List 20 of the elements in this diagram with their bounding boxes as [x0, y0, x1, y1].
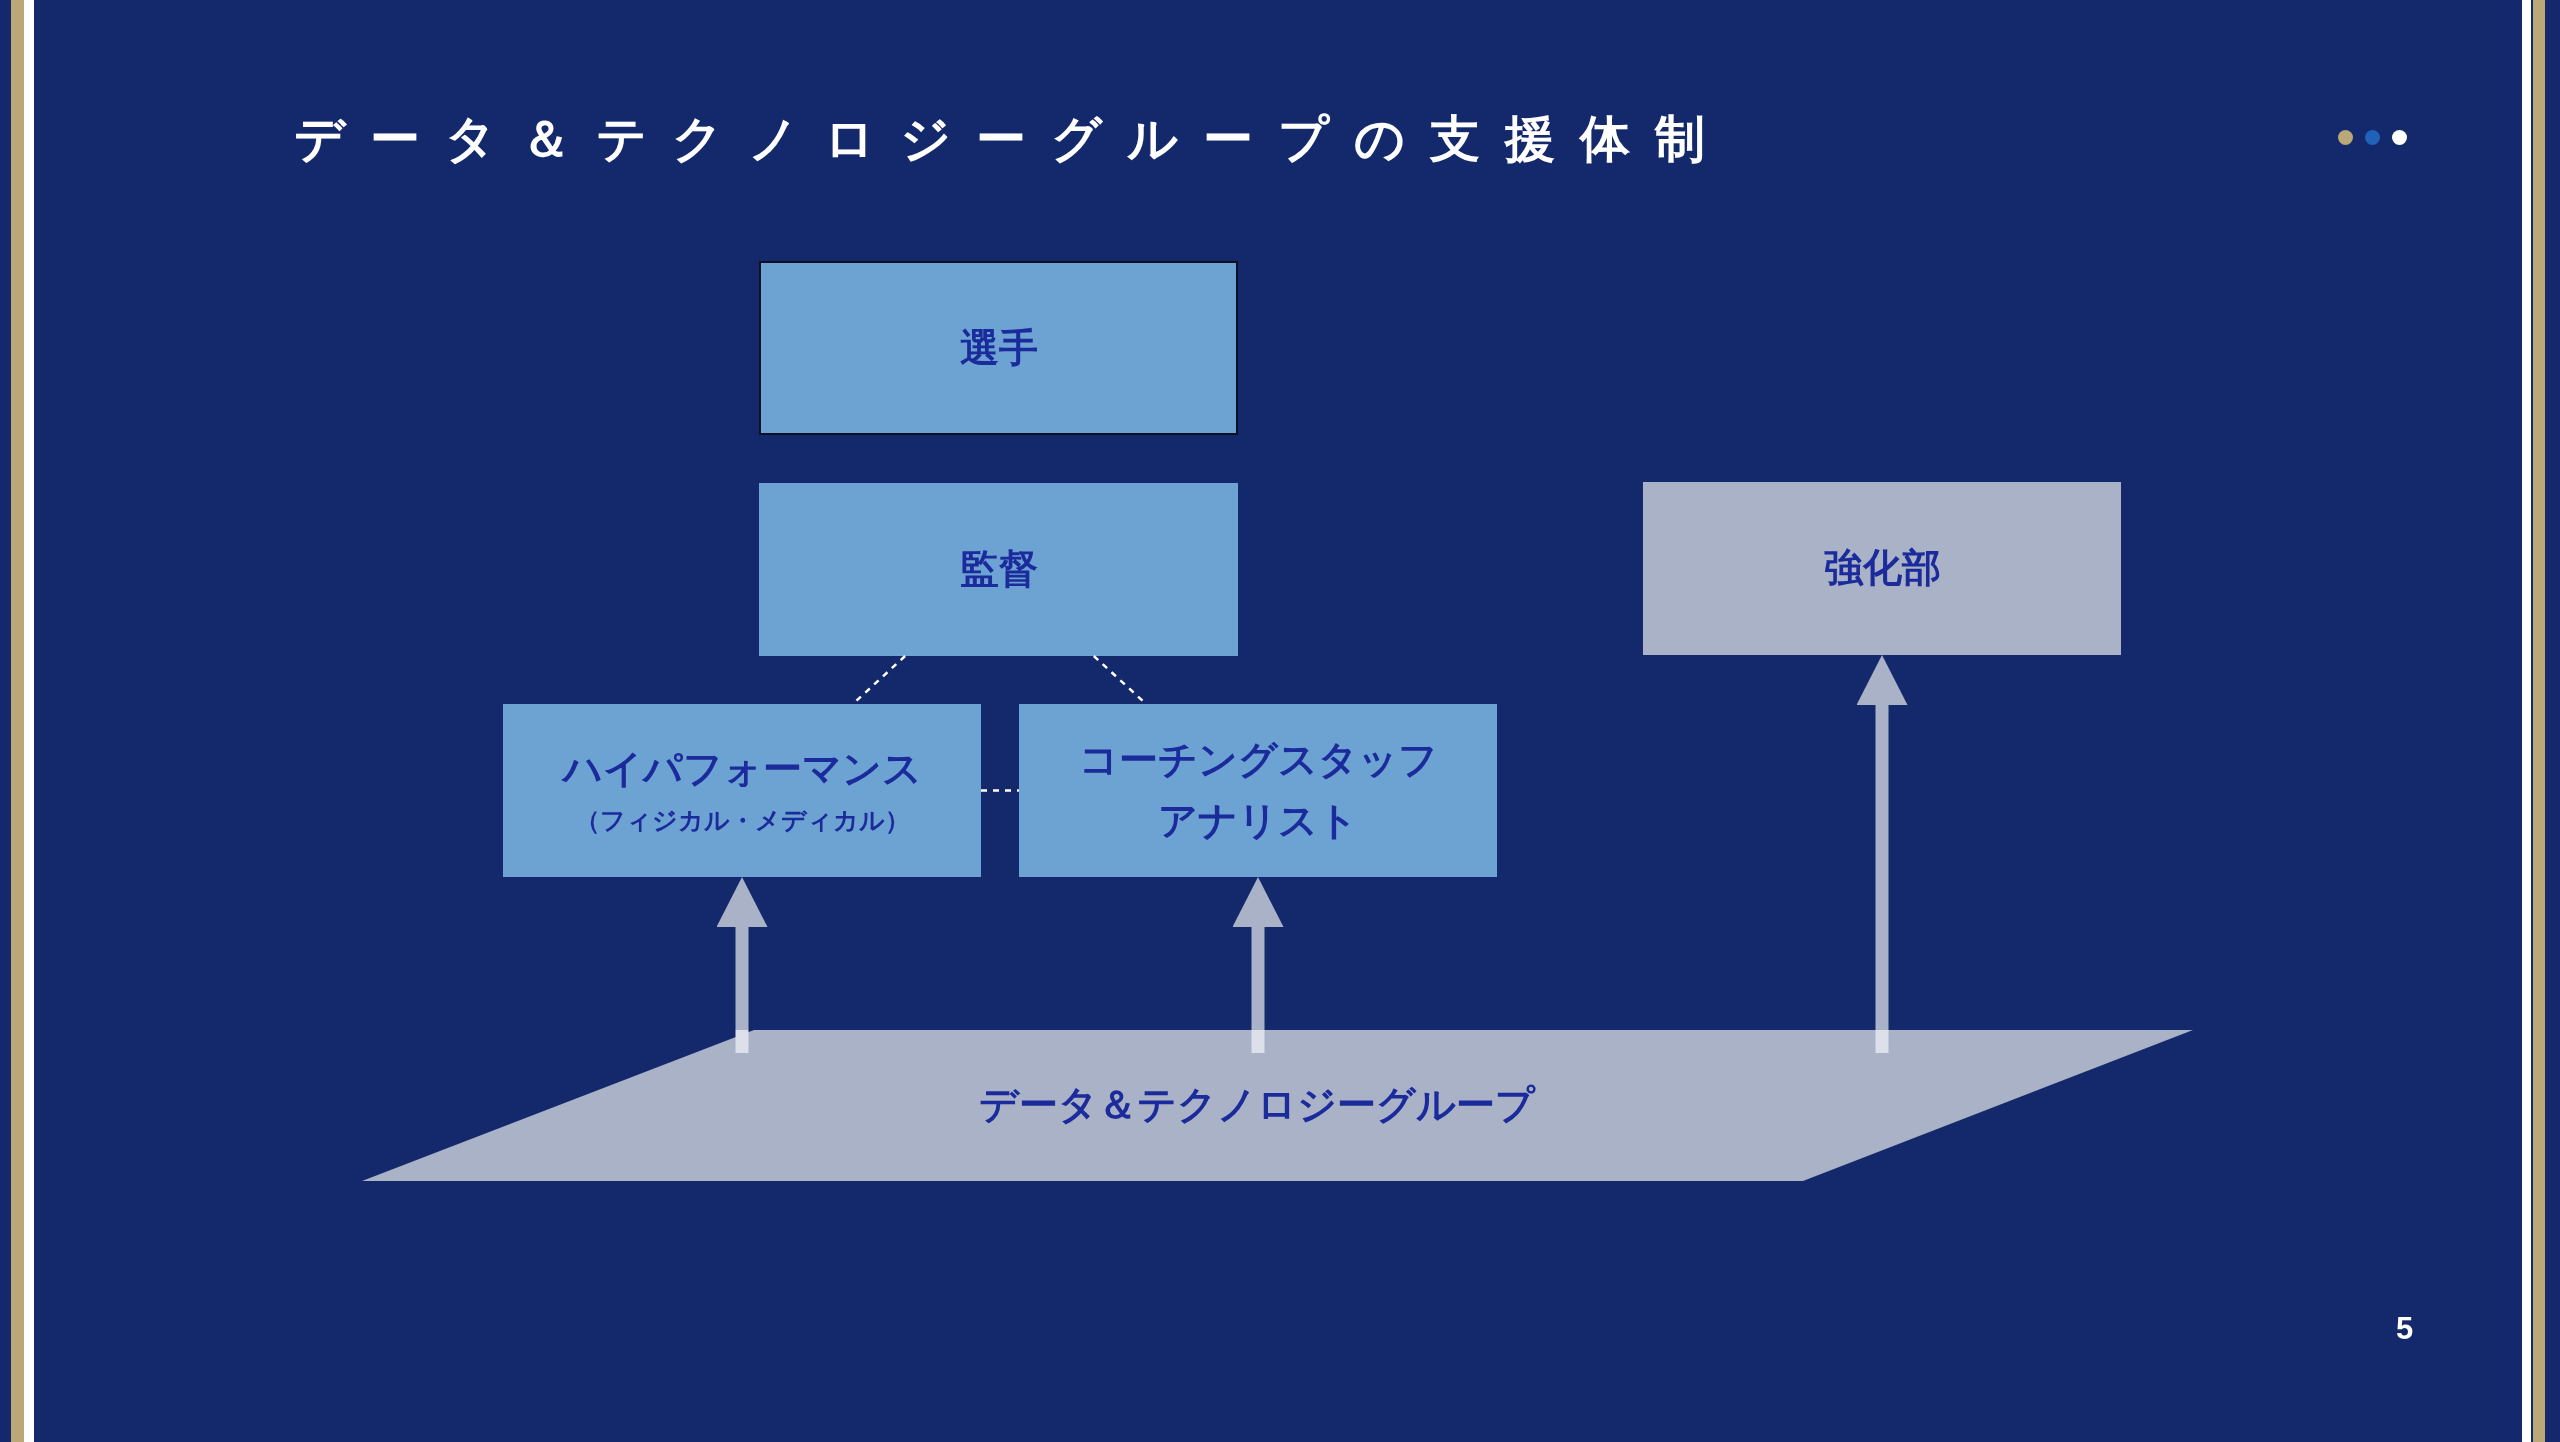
box-label: アナリスト	[1158, 796, 1358, 845]
title: データ＆テクノロジーグループの支援体制	[294, 109, 1705, 170]
arrow	[716, 877, 768, 1053]
parallelogram-platform	[362, 1030, 2193, 1181]
box-subtitle: （フィジカル・メディカル）	[574, 804, 910, 837]
page-number: 5	[2396, 1310, 2414, 1348]
box-label: コーチングスタッフ	[1078, 735, 1438, 784]
box-label: 強化部	[1823, 544, 1941, 593]
box-label: ハイパフォーマンス	[562, 745, 922, 794]
department-box	[1643, 482, 2121, 655]
role-box	[759, 261, 1238, 435]
box-label: データ＆テクノロジーグループ	[979, 1080, 1535, 1129]
box-label: 監督	[959, 545, 1038, 594]
dotted-line	[981, 789, 1019, 792]
role-box	[503, 704, 981, 877]
role-box	[1019, 704, 1497, 877]
arrow	[1856, 655, 1908, 1053]
box-label: 選手	[959, 323, 1038, 372]
role-box	[759, 483, 1238, 656]
arrow	[1232, 877, 1284, 1053]
